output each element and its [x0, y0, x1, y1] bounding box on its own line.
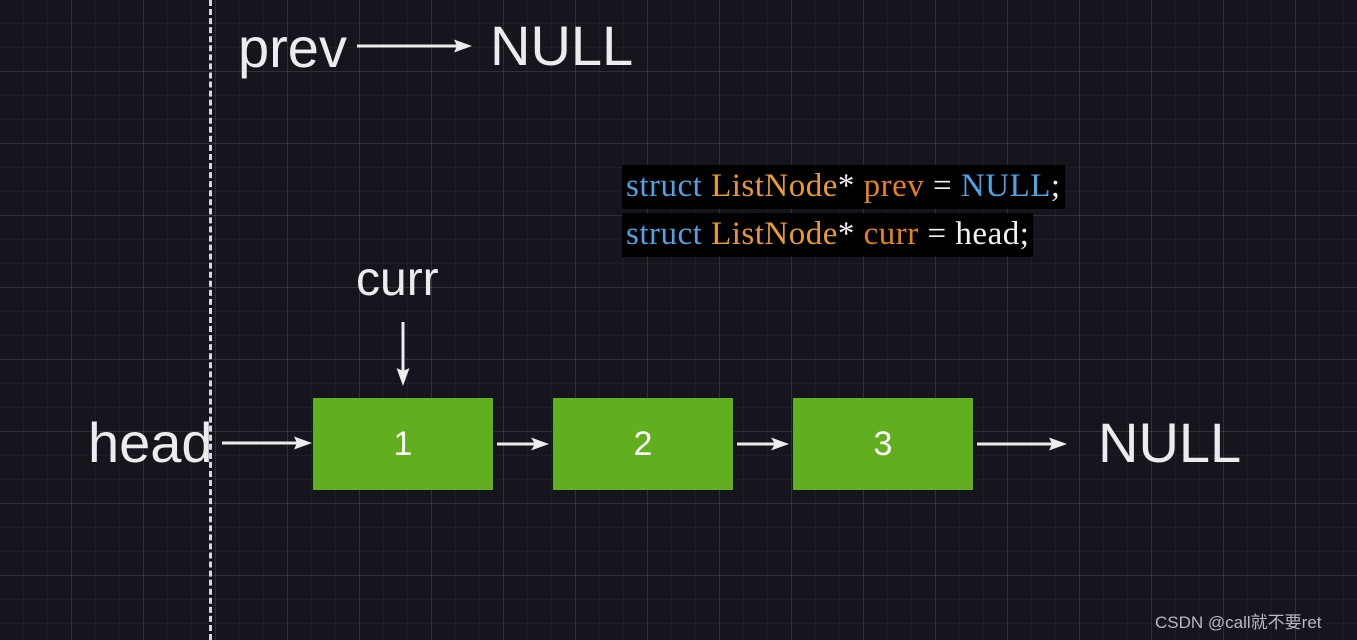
- code-token-star: *: [837, 168, 864, 204]
- node2-to-node3-arrow: [737, 437, 789, 451]
- code-line-2: struct ListNode* curr = head;: [622, 213, 1034, 257]
- code-token-prev: prev: [863, 168, 925, 204]
- code-token-head: head: [955, 216, 1020, 252]
- code-token-curr: curr: [863, 216, 919, 252]
- list-node-2[interactable]: 2: [553, 398, 733, 490]
- node3-to-null-arrow: [977, 437, 1067, 451]
- prev-pointer-label: prev: [238, 16, 347, 79]
- code-token-struct: struct: [626, 168, 712, 204]
- list-node-2-value: 2: [633, 424, 653, 463]
- prev-to-null-arrow: [357, 39, 472, 53]
- list-node-1[interactable]: 1: [313, 398, 493, 490]
- code-token-null: NULL: [960, 168, 1051, 204]
- code-token-star-2: *: [837, 216, 864, 252]
- list-node-1-value: 1: [393, 424, 413, 463]
- prev-null-value: NULL: [490, 14, 634, 77]
- head-to-node1-arrow: [222, 436, 312, 450]
- code-token-equals-2: =: [918, 216, 956, 252]
- code-token-equals: =: [924, 168, 961, 204]
- vertical-dashed-divider: [209, 0, 212, 640]
- csdn-watermark: CSDN @call就不要ret: [1155, 613, 1322, 632]
- tail-null-value: NULL: [1098, 411, 1242, 474]
- code-token-semicolon: ;: [1050, 168, 1061, 204]
- curr-to-node1-arrow: [396, 322, 410, 386]
- code-token-listnode-2: ListNode: [711, 216, 838, 252]
- list-node-3-value: 3: [873, 424, 893, 463]
- node1-to-node2-arrow: [497, 437, 549, 451]
- code-snippet: struct ListNode* prev = NULL; struct Lis…: [622, 165, 1357, 257]
- list-node-3[interactable]: 3: [793, 398, 973, 490]
- code-token-struct-2: struct: [626, 216, 712, 252]
- curr-pointer-label: curr: [356, 253, 439, 306]
- code-token-listnode: ListNode: [711, 168, 838, 204]
- code-token-semicolon-2: ;: [1019, 216, 1030, 252]
- code-line-1: struct ListNode* prev = NULL;: [622, 165, 1065, 209]
- head-pointer-label: head: [88, 411, 213, 474]
